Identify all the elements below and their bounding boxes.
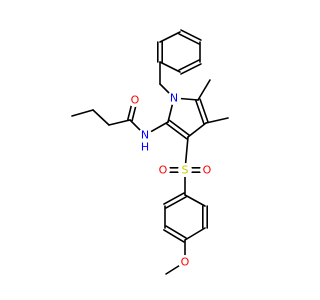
atom-os_l-background: [156, 163, 170, 177]
atom-label-o_am: O: [131, 94, 140, 107]
atom-label-s: S: [182, 164, 189, 177]
atom-o_am-background: [128, 93, 142, 107]
bond-cco-ca: [108, 119, 131, 126]
bond-b3-b4-b: [180, 63, 202, 75]
bond-c2-c3-b: [168, 119, 191, 137]
atom-label-nh: N: [141, 129, 149, 142]
bond-b4-b5: [159, 61, 181, 73]
atom-n1-background: [167, 91, 181, 105]
bond-c2-c3-a: [165, 122, 188, 140]
atom-s-background: [178, 163, 192, 177]
bond-p1-p2-a: [163, 192, 185, 205]
atom-label-os_l: O: [159, 164, 168, 177]
atom-label-n1: N: [170, 92, 178, 105]
bond-p6-p1: [184, 194, 206, 207]
bond-b1-b2-a: [178, 33, 200, 45]
bond-b3-b4-a: [178, 59, 200, 71]
atom-label-om: O: [181, 256, 190, 269]
bond-p4-p5: [184, 227, 206, 241]
bond-c4-me4: [205, 117, 229, 124]
bond-cb-cc: [71, 109, 94, 117]
bond-c4-c5-a: [199, 98, 209, 124]
atom-nh-background: [138, 128, 152, 142]
bond-p1-p2-b: [165, 196, 187, 209]
bonds-layer: [71, 29, 229, 275]
bond-c3-c4: [187, 122, 207, 138]
bond-p3-p4-b: [165, 225, 187, 239]
atom-label-amide-h: H: [141, 141, 149, 154]
atom-label-os_r: O: [203, 164, 212, 177]
bond-b1-b2-b: [180, 29, 202, 41]
bond-ca-cb: [92, 109, 110, 126]
bond-c5-me5: [197, 79, 211, 101]
bond-c4-c5-b: [195, 99, 205, 125]
bond-b6-b1: [159, 31, 181, 43]
atom-om-background: [178, 255, 192, 269]
bond-p3-p4-a: [163, 229, 185, 243]
atom-os_r-background: [200, 163, 214, 177]
